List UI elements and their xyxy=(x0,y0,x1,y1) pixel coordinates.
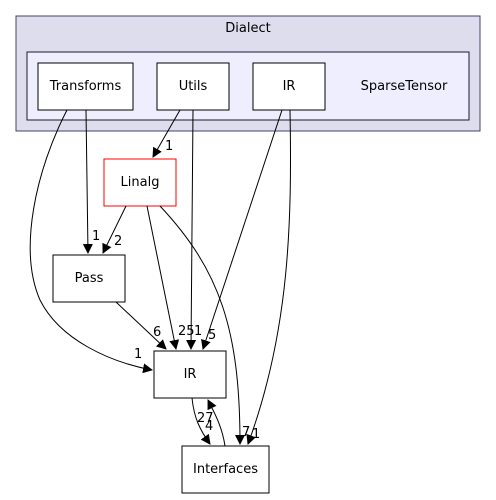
edge-utils-linalg[interactable] xyxy=(152,109,181,158)
edge-label-irinner-ir: 5 xyxy=(208,328,216,343)
node-interfaces-label: Interfaces xyxy=(193,462,258,477)
node-ir-sparsetensor-box xyxy=(252,62,326,111)
node-pass[interactable]: Pass xyxy=(52,254,126,303)
node-utils[interactable]: Utils xyxy=(156,62,230,111)
edge-label-utils-linalg: 1 xyxy=(165,139,173,154)
node-interfaces-box xyxy=(181,445,270,494)
node-transforms-box xyxy=(37,62,134,111)
edge-transforms-ir[interactable] xyxy=(29,109,153,374)
edge-label-pass-ir: 6 xyxy=(153,325,161,340)
edge-label-interfaces-ir: 4 xyxy=(205,419,213,434)
edge-label-transforms-ir: 1 xyxy=(134,347,142,362)
edge-irinner-interfaces[interactable] xyxy=(246,109,292,445)
node-utils-box xyxy=(156,62,230,111)
edge-irinner-ir[interactable] xyxy=(201,109,283,350)
edge-linalg-ir[interactable] xyxy=(146,205,180,350)
edge-interfaces-ir[interactable] xyxy=(207,399,226,447)
node-linalg-box xyxy=(103,158,177,207)
node-ir-label: IR xyxy=(184,367,197,382)
edge-ir-interfaces[interactable] xyxy=(191,397,211,445)
edge-labels: 1 1 2 6 25 1 5 1 27 4 7 1 xyxy=(92,139,260,442)
edge-utils-ir[interactable] xyxy=(186,109,197,350)
node-pass-label: Pass xyxy=(75,271,104,286)
edge-label-ir-interfaces: 27 xyxy=(197,411,214,426)
edges xyxy=(29,109,292,447)
node-ir-sparsetensor[interactable]: IR xyxy=(252,62,326,111)
node-transforms[interactable]: Transforms xyxy=(37,62,134,111)
node-utils-label: Utils xyxy=(179,79,208,94)
node-linalg[interactable]: Linalg xyxy=(103,158,177,207)
cluster-dialect-label: Dialect xyxy=(225,21,270,36)
edge-label-irinner-interfaces: 1 xyxy=(252,427,260,442)
edge-label-linalg-ir: 25 xyxy=(178,324,195,339)
node-transforms-label: Transforms xyxy=(49,79,122,94)
edge-label-transforms-pass: 1 xyxy=(92,229,100,244)
edge-label-linalg-interfaces: 7 xyxy=(242,425,250,440)
node-linalg-label: Linalg xyxy=(121,175,160,190)
edge-label-linalg-pass: 2 xyxy=(114,234,122,249)
cluster-sparsetensor-label: SparseTensor xyxy=(361,79,448,94)
node-ir-sparsetensor-label: IR xyxy=(283,79,296,94)
edge-linalg-interfaces[interactable] xyxy=(159,205,245,445)
edge-label-utils-ir: 1 xyxy=(194,324,202,339)
edge-transforms-pass[interactable] xyxy=(82,109,93,254)
node-interfaces[interactable]: Interfaces xyxy=(181,445,270,494)
edge-pass-ir[interactable] xyxy=(115,301,167,350)
edge-linalg-pass[interactable] xyxy=(102,205,127,254)
node-ir-box xyxy=(153,350,227,399)
node-ir[interactable]: IR xyxy=(153,350,227,399)
node-pass-box xyxy=(52,254,126,303)
